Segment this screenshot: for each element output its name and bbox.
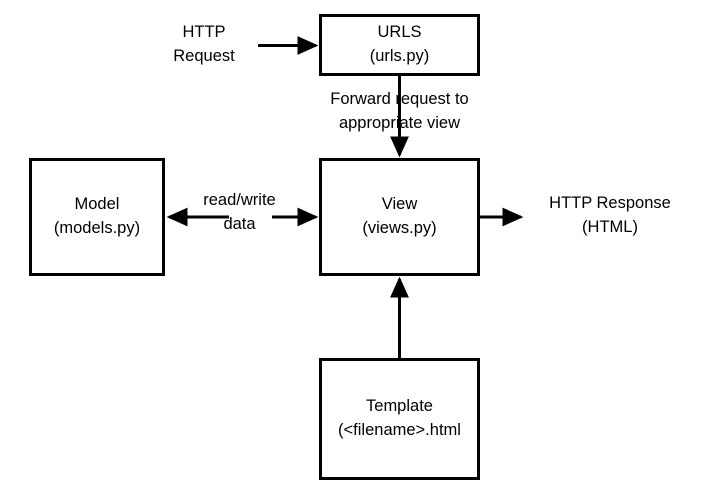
node-model[interactable]: Model (models.py) xyxy=(29,158,165,276)
node-template-file: (<filename>.html xyxy=(338,421,461,439)
label-http-request-line2: Request xyxy=(173,46,235,65)
node-template[interactable]: Template (<filename>.html xyxy=(319,358,480,480)
label-read-write-data: read/write data xyxy=(196,189,283,237)
label-read-write-line2: data xyxy=(223,214,256,233)
label-forward-request-line1: Forward request to xyxy=(330,90,469,108)
label-forward-request-line2: appropriate view xyxy=(338,113,461,132)
label-http-request: HTTP Request xyxy=(156,21,252,69)
label-http-request-line1: HTTP xyxy=(182,23,226,41)
node-model-title: Model xyxy=(74,195,120,214)
label-http-response-line2: (HTML) xyxy=(582,217,638,236)
node-view[interactable]: View (views.py) xyxy=(319,158,480,276)
node-urls[interactable]: URLS (urls.py) xyxy=(319,14,480,76)
node-template-title: Template xyxy=(366,397,433,416)
label-forward-request: Forward request to appropriate view xyxy=(312,88,487,136)
label-read-write-line1: read/write xyxy=(203,191,276,209)
label-http-response: HTTP Response (HTML) xyxy=(530,192,690,240)
node-urls-file: (urls.py) xyxy=(369,47,430,65)
label-http-response-line1: HTTP Response xyxy=(549,194,671,212)
node-urls-title: URLS xyxy=(377,23,422,42)
node-view-title: View xyxy=(381,195,418,214)
node-model-file: (models.py) xyxy=(53,219,141,237)
node-view-file: (views.py) xyxy=(362,219,437,237)
